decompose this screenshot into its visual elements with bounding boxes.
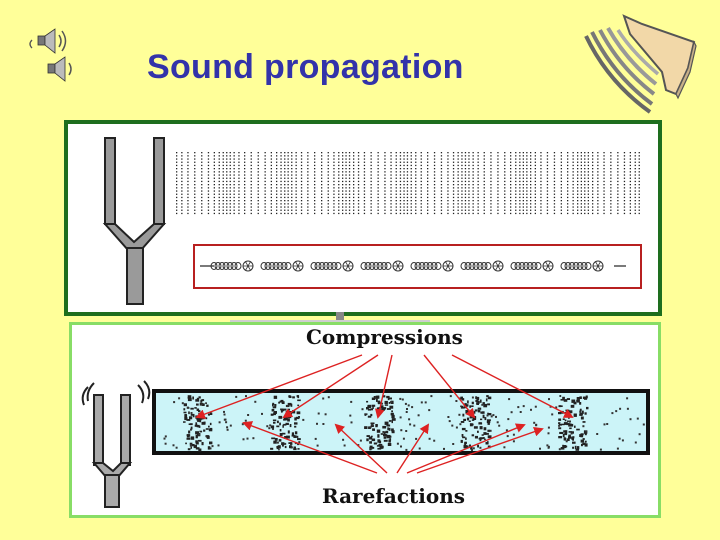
air-particles bbox=[163, 395, 645, 452]
rarefactions-label: Rarefactions bbox=[322, 484, 466, 508]
compressed-spring bbox=[200, 260, 626, 272]
tuning-fork-icon bbox=[91, 394, 133, 508]
air-particle-field bbox=[176, 152, 640, 215]
compressions-label: Compressions bbox=[306, 325, 463, 349]
slide-title: Sound propagation bbox=[147, 48, 464, 86]
megaphone-icon bbox=[578, 12, 698, 117]
air-column-panel bbox=[69, 322, 661, 518]
tuning-fork-icon bbox=[102, 137, 167, 305]
longitudinal-wave-panel bbox=[64, 120, 662, 316]
vibration-marks bbox=[81, 380, 151, 406]
speaker-sound-icon[interactable] bbox=[28, 26, 78, 84]
panel-connector bbox=[230, 312, 430, 323]
label-arrows bbox=[195, 354, 574, 474]
